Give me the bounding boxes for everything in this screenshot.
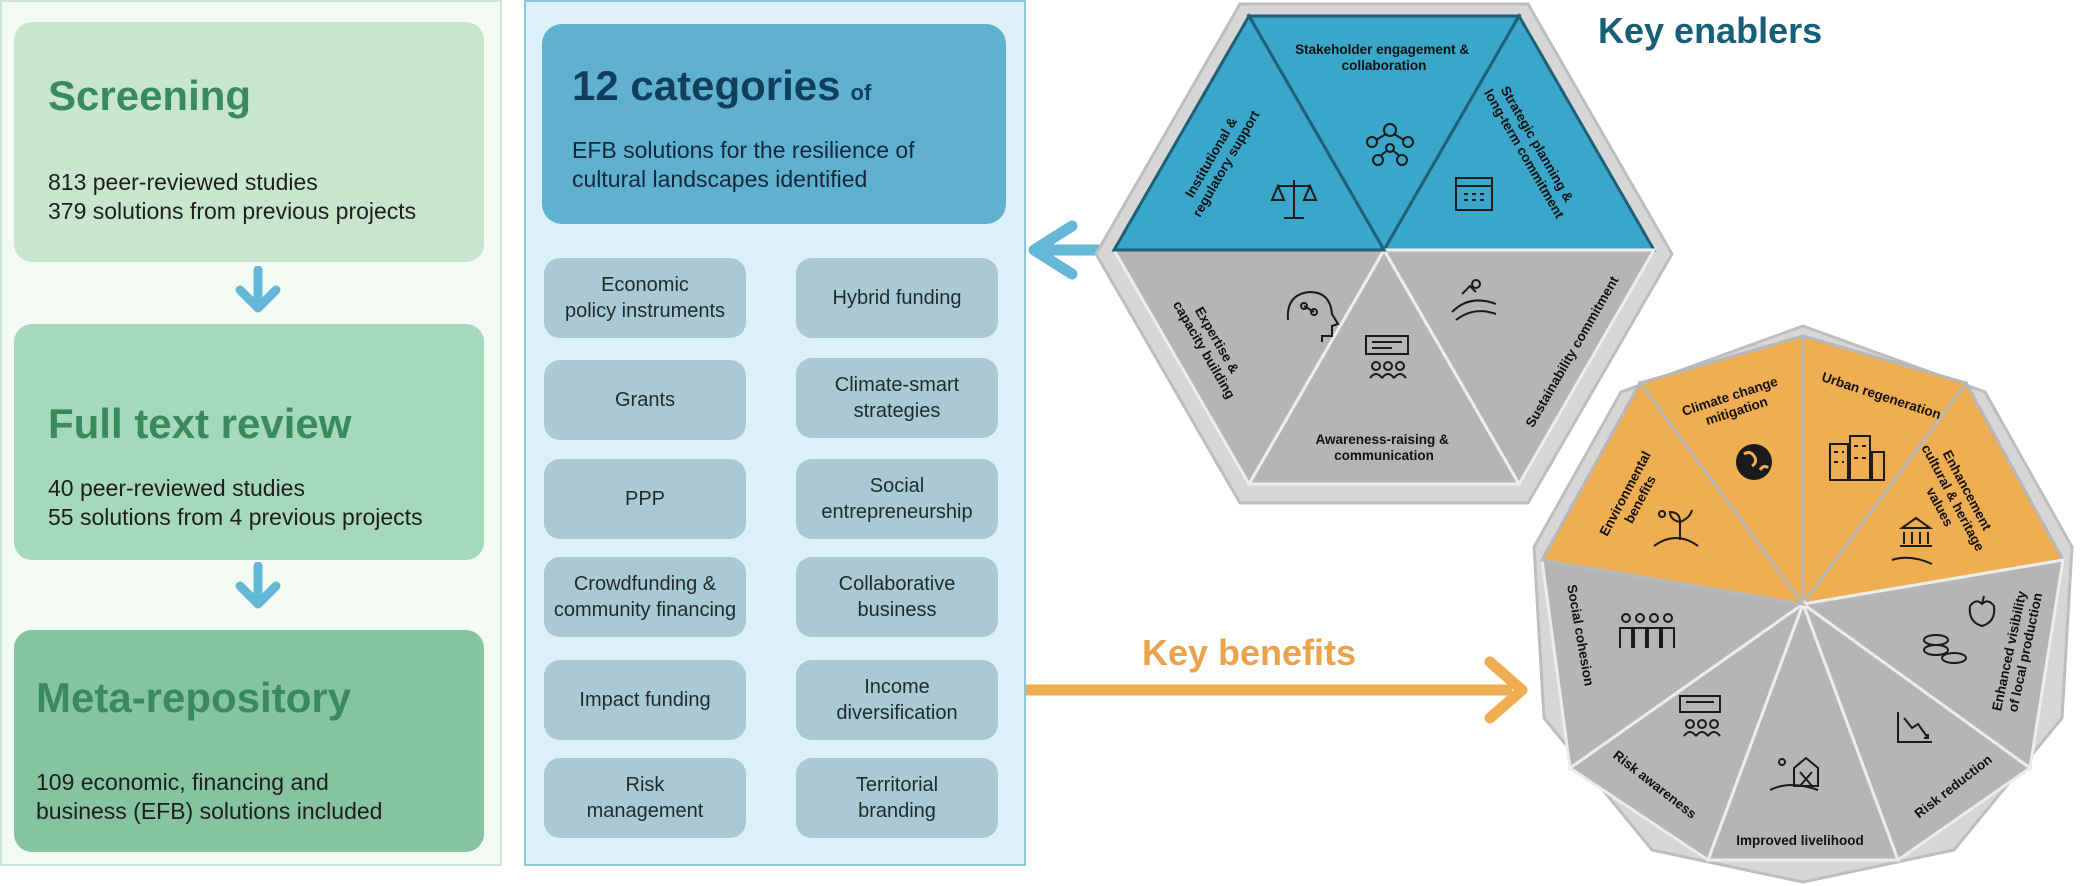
category-economic-policy-instruments: Economic policy instruments [544, 258, 746, 338]
categories-subtitle-line-1: EFB solutions for the resilience of [572, 137, 915, 163]
category-risk-management: Risk management [544, 758, 746, 838]
down-arrow-icon [235, 266, 281, 313]
enabler-label-stakeholder: Stakeholder engagement & collaboration [1295, 42, 1473, 73]
head-icon [1286, 290, 1340, 342]
key-enablers-heading: Key enablers [1598, 10, 1823, 51]
meta-line-1: 109 economic, financing and [36, 769, 329, 795]
meta-repository-box: Meta-repository 109 economic, financing … [14, 630, 484, 852]
categories-subtitle-line-2: cultural landscapes identified [572, 166, 868, 192]
presentation-icon [1365, 335, 1409, 379]
screening-line-2: 379 solutions from previous projects [48, 198, 417, 224]
category-impact-funding: Impact funding [544, 660, 746, 740]
benefit-segment-environmental [1539, 380, 1807, 607]
categories-count: 12 categories [572, 62, 841, 109]
scales-icon [1270, 180, 1318, 219]
meta-repository-title: Meta-repository [36, 674, 352, 721]
categories-header [542, 24, 1006, 224]
category-income-diversification: Income diversification [796, 660, 998, 740]
enablers-hexagon [1094, 2, 1674, 505]
benefits-nonagon [1532, 324, 2074, 884]
screening-title: Screening [48, 72, 252, 119]
category-collaborative-business: Collaborative business [796, 557, 998, 637]
produce-icon [1923, 595, 1996, 664]
barn-icon [1769, 756, 1819, 791]
benefit-label-livelihood: Improved livelihood [1736, 833, 1864, 848]
full-text-details: 40 peer-reviewed studies 55 solutions fr… [48, 474, 423, 532]
heritage-icon [1891, 516, 1934, 565]
people-icon [1619, 613, 1675, 648]
chart-down-icon [1897, 712, 1932, 743]
category-social-entrepreneurship: Social entrepreneurship [796, 459, 998, 539]
benefits-arrow [1026, 656, 1528, 724]
calendar-icon [1455, 177, 1493, 211]
category-ppp: PPP [544, 459, 746, 539]
categories-title-of: of [850, 80, 872, 105]
full-text-title: Full text review [48, 400, 352, 447]
category-climate-smart-strategies: Climate-smart strategies [796, 358, 998, 438]
presentation-icon [1679, 695, 1721, 737]
category-crowdfunding: Crowdfunding & community financing [544, 557, 746, 637]
full-text-line-1: 40 peer-reviewed studies [48, 475, 305, 501]
category-hybrid-funding: Hybrid funding [796, 258, 998, 338]
buildings-icon [1829, 435, 1885, 481]
enabler-segment-institutional [1111, 12, 1387, 252]
down-arrow-icon [235, 562, 281, 609]
categories-title: 12 categories of [572, 62, 871, 110]
screening-details: 813 peer-reviewed studies 379 solutions … [48, 168, 416, 226]
network-icon [1366, 123, 1414, 166]
category-grants: Grants [544, 360, 746, 440]
screening-line-1: 813 peer-reviewed studies [48, 169, 318, 195]
category-territorial-branding: Territorial branding [796, 758, 998, 838]
globe-icon [1736, 444, 1772, 480]
landscape-icon [1451, 279, 1497, 321]
screening-box: Screening 813 peer-reviewed studies 379 … [14, 22, 484, 262]
categories-subtitle: EFB solutions for the resilience of cult… [572, 136, 992, 194]
enabler-label-awareness: Awareness-raising & communication [1315, 432, 1452, 463]
plant-icon [1653, 509, 1699, 547]
meta-repository-details: 109 economic, financing and business (EF… [36, 768, 382, 826]
meta-line-2: business (EFB) solutions included [36, 798, 383, 824]
full-text-review-box: Full text review 40 peer-reviewed studie… [14, 324, 484, 560]
key-benefits-heading: Key benefits [1142, 632, 1357, 673]
full-text-line-2: 55 solutions from 4 previous projects [48, 504, 423, 530]
